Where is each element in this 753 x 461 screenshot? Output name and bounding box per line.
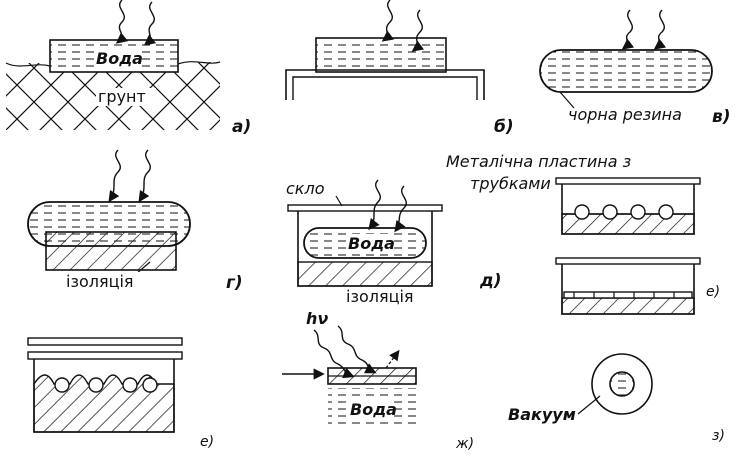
diagram-a-pond: Вода грунт а) xyxy=(5,0,251,137)
panel-label-d: д) xyxy=(479,271,502,291)
panel-label-b: б) xyxy=(494,117,514,137)
ground-label: грунт xyxy=(98,87,146,106)
water-bag xyxy=(27,201,191,247)
vacuum-label: Вакуум xyxy=(508,405,576,424)
sun-ray-icon xyxy=(368,179,381,231)
tray-water-body xyxy=(315,37,447,73)
box-insulation xyxy=(297,261,433,287)
sun-ray-icon xyxy=(138,149,151,203)
panel-label-e-right: е) xyxy=(706,284,720,300)
rubber-label: чорна резина xyxy=(568,105,682,124)
tube-icon xyxy=(142,377,158,393)
sun-ray-icon xyxy=(381,0,395,42)
tube-icon xyxy=(54,377,70,393)
sun-ray-icon xyxy=(621,9,635,50)
panel-label-e-left: е) xyxy=(200,434,214,450)
sun-ray-icon xyxy=(337,325,377,374)
glass-cover xyxy=(287,204,443,212)
tube-icon xyxy=(602,204,618,220)
diagram-v-rubber-bag: чорна резина в) xyxy=(539,9,731,127)
sun-ray-icon xyxy=(143,1,157,46)
box-insulation-label: ізоляція xyxy=(346,287,414,306)
sun-ray-icon xyxy=(115,0,129,44)
diagram-e-large-box: е) xyxy=(27,337,214,450)
metal-plate-title-line1: Металічна пластина з xyxy=(446,152,631,171)
panel-label-v: в) xyxy=(712,107,731,127)
pond-water-label: Вода xyxy=(96,49,143,68)
panel-label-g: г) xyxy=(226,273,243,293)
metal-plate-title-line2: трубками xyxy=(470,174,551,193)
box-water-label: Вода xyxy=(348,234,395,253)
tube-icon xyxy=(88,377,104,393)
insulation-label: ізоляція xyxy=(66,272,134,291)
box-insulation xyxy=(561,297,695,315)
sun-ray-icon xyxy=(394,185,407,233)
diagram-z-vacuum-tube: Вакуум з) xyxy=(508,353,725,444)
box-insulation xyxy=(33,374,175,433)
flat-channel-plate xyxy=(563,291,693,299)
photon-label: hν xyxy=(306,309,328,328)
tube-icon xyxy=(574,204,590,220)
sun-ray-icon xyxy=(411,9,425,52)
tube-icon xyxy=(122,377,138,393)
sun-ray-icon xyxy=(108,149,121,203)
diagram-d-glazed-box: Вода скло ізоляція д) xyxy=(286,179,502,306)
water-label: Вода xyxy=(350,400,397,419)
diagram-g-insulated-bag: ізоляція г) xyxy=(27,149,243,293)
sun-ray-icon xyxy=(653,9,667,50)
inner-absorber-tube xyxy=(609,371,635,397)
rubber-bag xyxy=(539,49,713,93)
diagram-b-tray: б) xyxy=(285,0,514,137)
tube-icon xyxy=(630,204,646,220)
panel-label-zh: ж) xyxy=(455,436,474,452)
reflected-ray-icon xyxy=(385,349,400,369)
stand xyxy=(285,69,485,100)
diagram-e-metal-plate-tubes: Металічна пластина з трубками е) xyxy=(446,152,720,315)
panel-label-z: з) xyxy=(712,428,725,444)
panel-label-a: а) xyxy=(232,117,251,137)
glass-label: скло xyxy=(286,179,325,198)
diagram-zh-absorber: hν Вода ж) xyxy=(282,309,474,452)
tube-icon xyxy=(658,204,674,220)
